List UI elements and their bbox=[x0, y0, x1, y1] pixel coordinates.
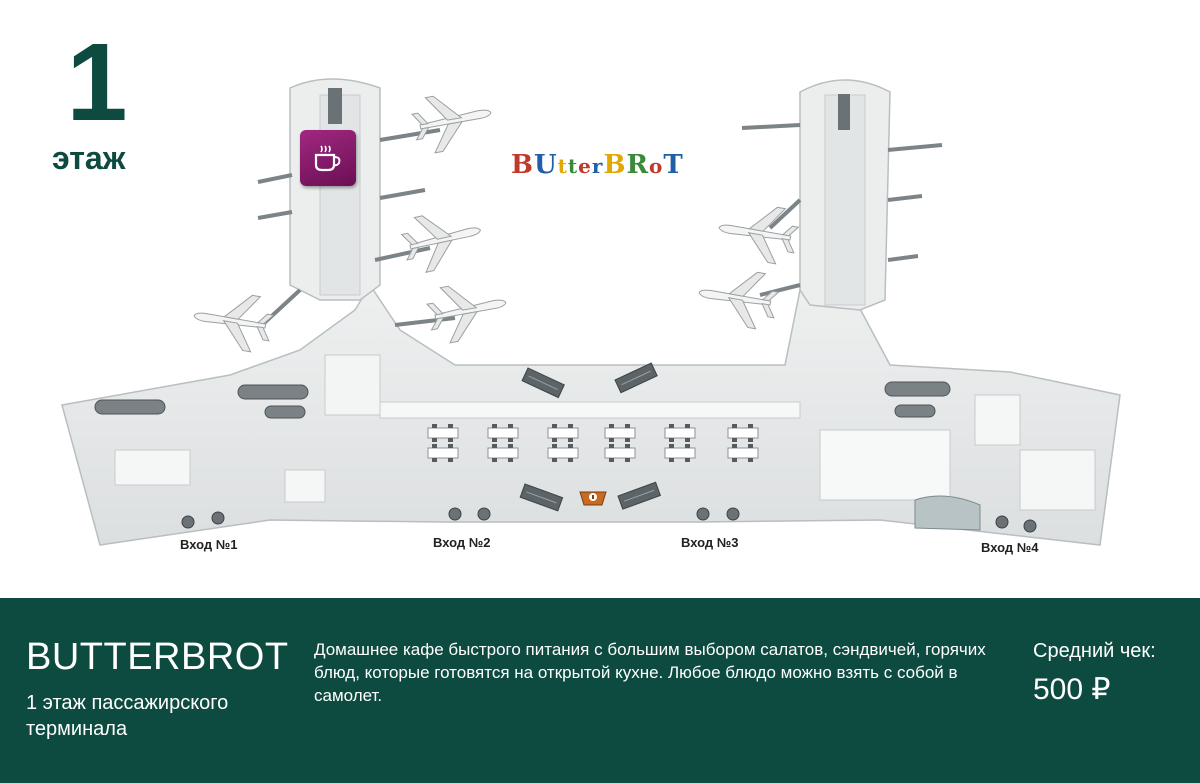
info-icon[interactable] bbox=[579, 491, 607, 506]
venue-description: Домашнее кафе быстрого питания с большим… bbox=[314, 640, 986, 705]
average-check-label: Средний чек: bbox=[1033, 640, 1156, 662]
entrance-door-icon bbox=[211, 511, 225, 525]
terminal-map: 1 этаж BUtterBRoT Вход №1 Вход №2 Вход №… bbox=[52, 21, 1121, 555]
entrance-2-label: Вход №2 bbox=[433, 535, 491, 550]
entrance-door-icon bbox=[726, 507, 740, 521]
entrance-door-icon bbox=[1023, 519, 1037, 533]
airplane-icon bbox=[398, 204, 488, 277]
entrance-door-icon bbox=[181, 515, 195, 529]
coffee-cup-glyph bbox=[314, 145, 341, 172]
venue-location: 1 этаж пассажирского терминала bbox=[26, 692, 229, 740]
logo-letter: B bbox=[603, 150, 627, 180]
airplane-icon bbox=[694, 262, 782, 333]
logo-letter: t bbox=[557, 154, 568, 178]
airplane-icon bbox=[189, 285, 277, 356]
airplane-icon bbox=[409, 86, 497, 157]
logo-letter: B bbox=[511, 150, 534, 180]
butterbrot-logo: BUtterBRoT bbox=[511, 150, 684, 180]
floor-label: этаж bbox=[52, 140, 126, 176]
logo-letter: t bbox=[567, 154, 579, 178]
logo-letter: T bbox=[663, 150, 684, 180]
entrance-3-label: Вход №3 bbox=[681, 535, 739, 550]
terminal-floor-plan bbox=[61, 78, 1121, 546]
entrance-door-icon bbox=[995, 515, 1009, 529]
entrance-4-label: Вход №4 bbox=[981, 540, 1039, 555]
entrance-1-label: Вход №1 bbox=[180, 537, 238, 552]
airplane-icon bbox=[714, 197, 802, 268]
logo-letter: R bbox=[626, 150, 650, 180]
entrance-door-icon bbox=[696, 507, 710, 521]
logo-letter: r bbox=[591, 154, 604, 178]
average-check-value: 500 ₽ bbox=[1033, 673, 1111, 706]
entrance-door-icon bbox=[477, 507, 491, 521]
logo-letter: o bbox=[649, 154, 664, 178]
floor-number: 1 bbox=[66, 21, 128, 144]
venue-title: BUTTERBROT bbox=[26, 636, 289, 678]
logo-letter: U bbox=[533, 150, 558, 180]
logo-letter: e bbox=[578, 154, 592, 178]
entrance-door-icon bbox=[448, 507, 462, 521]
coffee-cup-icon[interactable] bbox=[300, 130, 356, 186]
info-panel: BUTTERBROT 1 этаж пассажирского терминал… bbox=[0, 598, 1200, 783]
airplane-icon bbox=[424, 276, 512, 347]
